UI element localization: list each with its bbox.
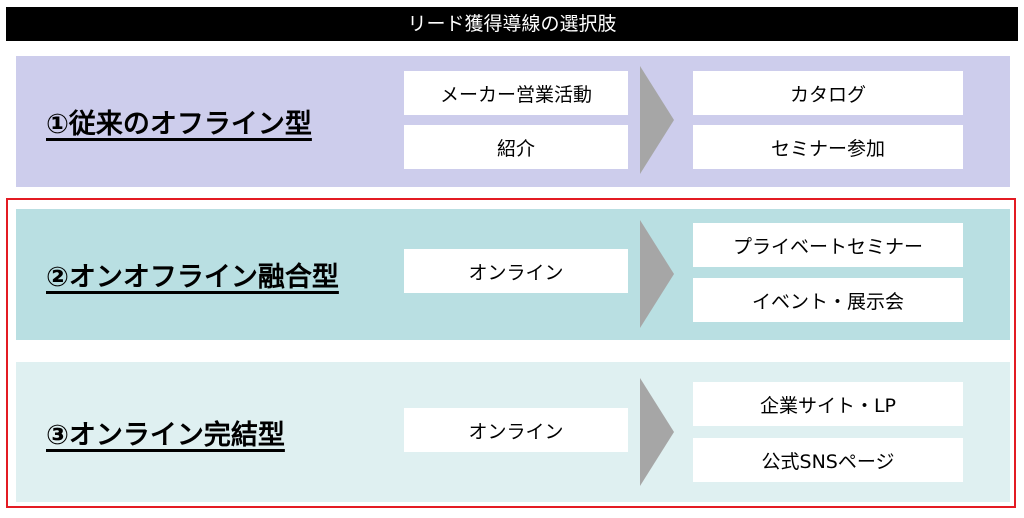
channel-box-private-seminar: プライベートセミナー — [693, 223, 963, 267]
band-title-offline: ①従来のオフライン型 — [46, 109, 312, 140]
channel-box-seminar: セミナー参加 — [693, 125, 963, 169]
band-title-hybrid: ②オンオフライン融合型 — [46, 262, 339, 293]
diagram-header: リード獲得導線の選択肢 — [6, 7, 1018, 41]
arrow-icon — [640, 66, 674, 174]
arrow-icon — [640, 378, 674, 486]
channel-box-website: 企業サイト・LP — [693, 382, 963, 426]
channel-box-sns: 公式SNSページ — [693, 438, 963, 482]
source-box-online: オンライン — [404, 408, 628, 452]
channel-box-catalog: カタログ — [693, 71, 963, 115]
source-box-online: オンライン — [404, 249, 628, 293]
band-online: ③オンライン完結型 オンライン 企業サイト・LP 公式SNSページ — [16, 362, 1010, 502]
band-offline: ①従来のオフライン型 メーカー営業活動 紹介 カタログ セミナー参加 — [16, 56, 1010, 187]
diagram-title: リード獲得導線の選択肢 — [407, 13, 617, 35]
source-box-sales: メーカー営業活動 — [404, 71, 628, 115]
source-box-referral: 紹介 — [404, 125, 628, 169]
band-title-online: ③オンライン完結型 — [46, 419, 285, 451]
channel-box-event: イベント・展示会 — [693, 278, 963, 322]
arrow-icon — [640, 220, 674, 328]
band-hybrid: ②オンオフライン融合型 オンライン プライベートセミナー イベント・展示会 — [16, 209, 1010, 340]
